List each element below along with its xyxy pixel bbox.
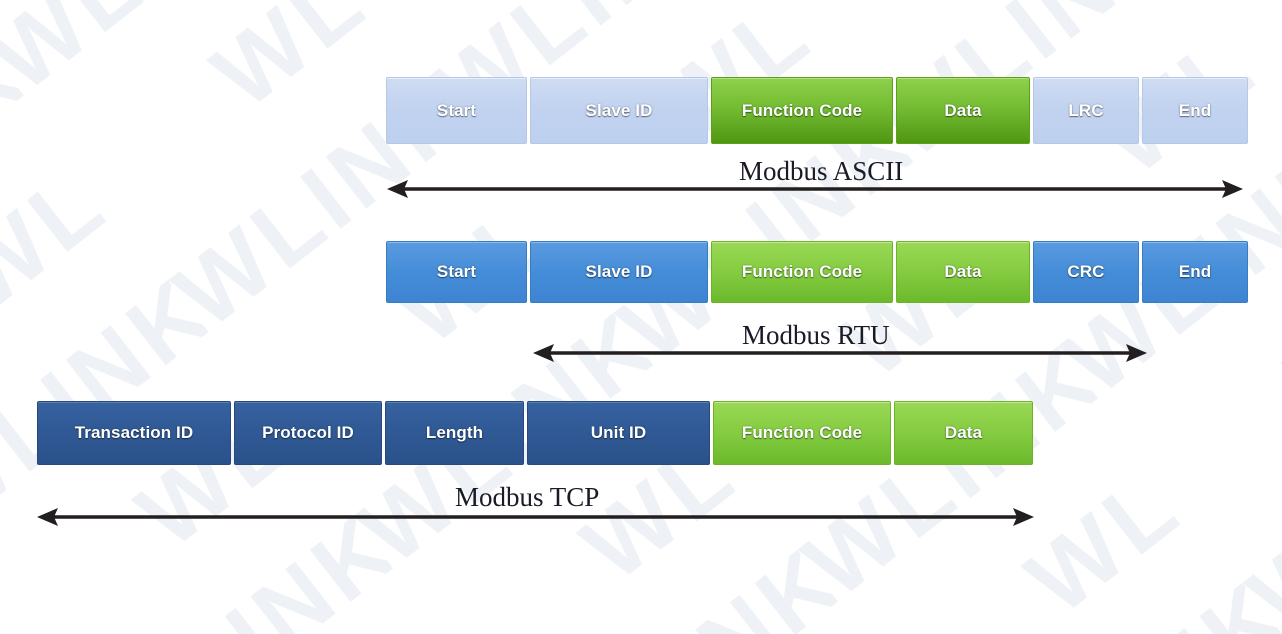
frame-row-modbus-tcp: Transaction ID Protocol ID Length Unit I… [37,401,1033,465]
segment-end[interactable]: End [1142,77,1248,144]
frame-row-modbus-rtu: Start Slave ID Function Code Data CRC En… [386,241,1248,303]
segment-start[interactable]: Start [386,241,527,303]
segment-unit-id[interactable]: Unit ID [527,401,710,465]
segment-length[interactable]: Length [385,401,524,465]
segment-function-code[interactable]: Function Code [711,77,893,144]
segment-slave-id[interactable]: Slave ID [530,241,708,303]
frame-row-modbus-ascii: Start Slave ID Function Code Data LRC En… [386,77,1248,144]
segment-data[interactable]: Data [896,77,1030,144]
segment-start[interactable]: Start [386,77,527,144]
segment-protocol-id[interactable]: Protocol ID [234,401,382,465]
segment-data[interactable]: Data [894,401,1033,465]
segment-function-code[interactable]: Function Code [713,401,891,465]
arrow-ascii-span [387,180,1243,198]
segment-transaction-id[interactable]: Transaction ID [37,401,231,465]
segment-end[interactable]: End [1142,241,1248,303]
arrow-tcp-span [37,508,1034,526]
segment-slave-id[interactable]: Slave ID [530,77,708,144]
arrow-rtu-span [533,344,1147,362]
segment-data[interactable]: Data [896,241,1030,303]
segment-function-code[interactable]: Function Code [711,241,893,303]
segment-crc[interactable]: CRC [1033,241,1139,303]
segment-lrc[interactable]: LRC [1033,77,1139,144]
